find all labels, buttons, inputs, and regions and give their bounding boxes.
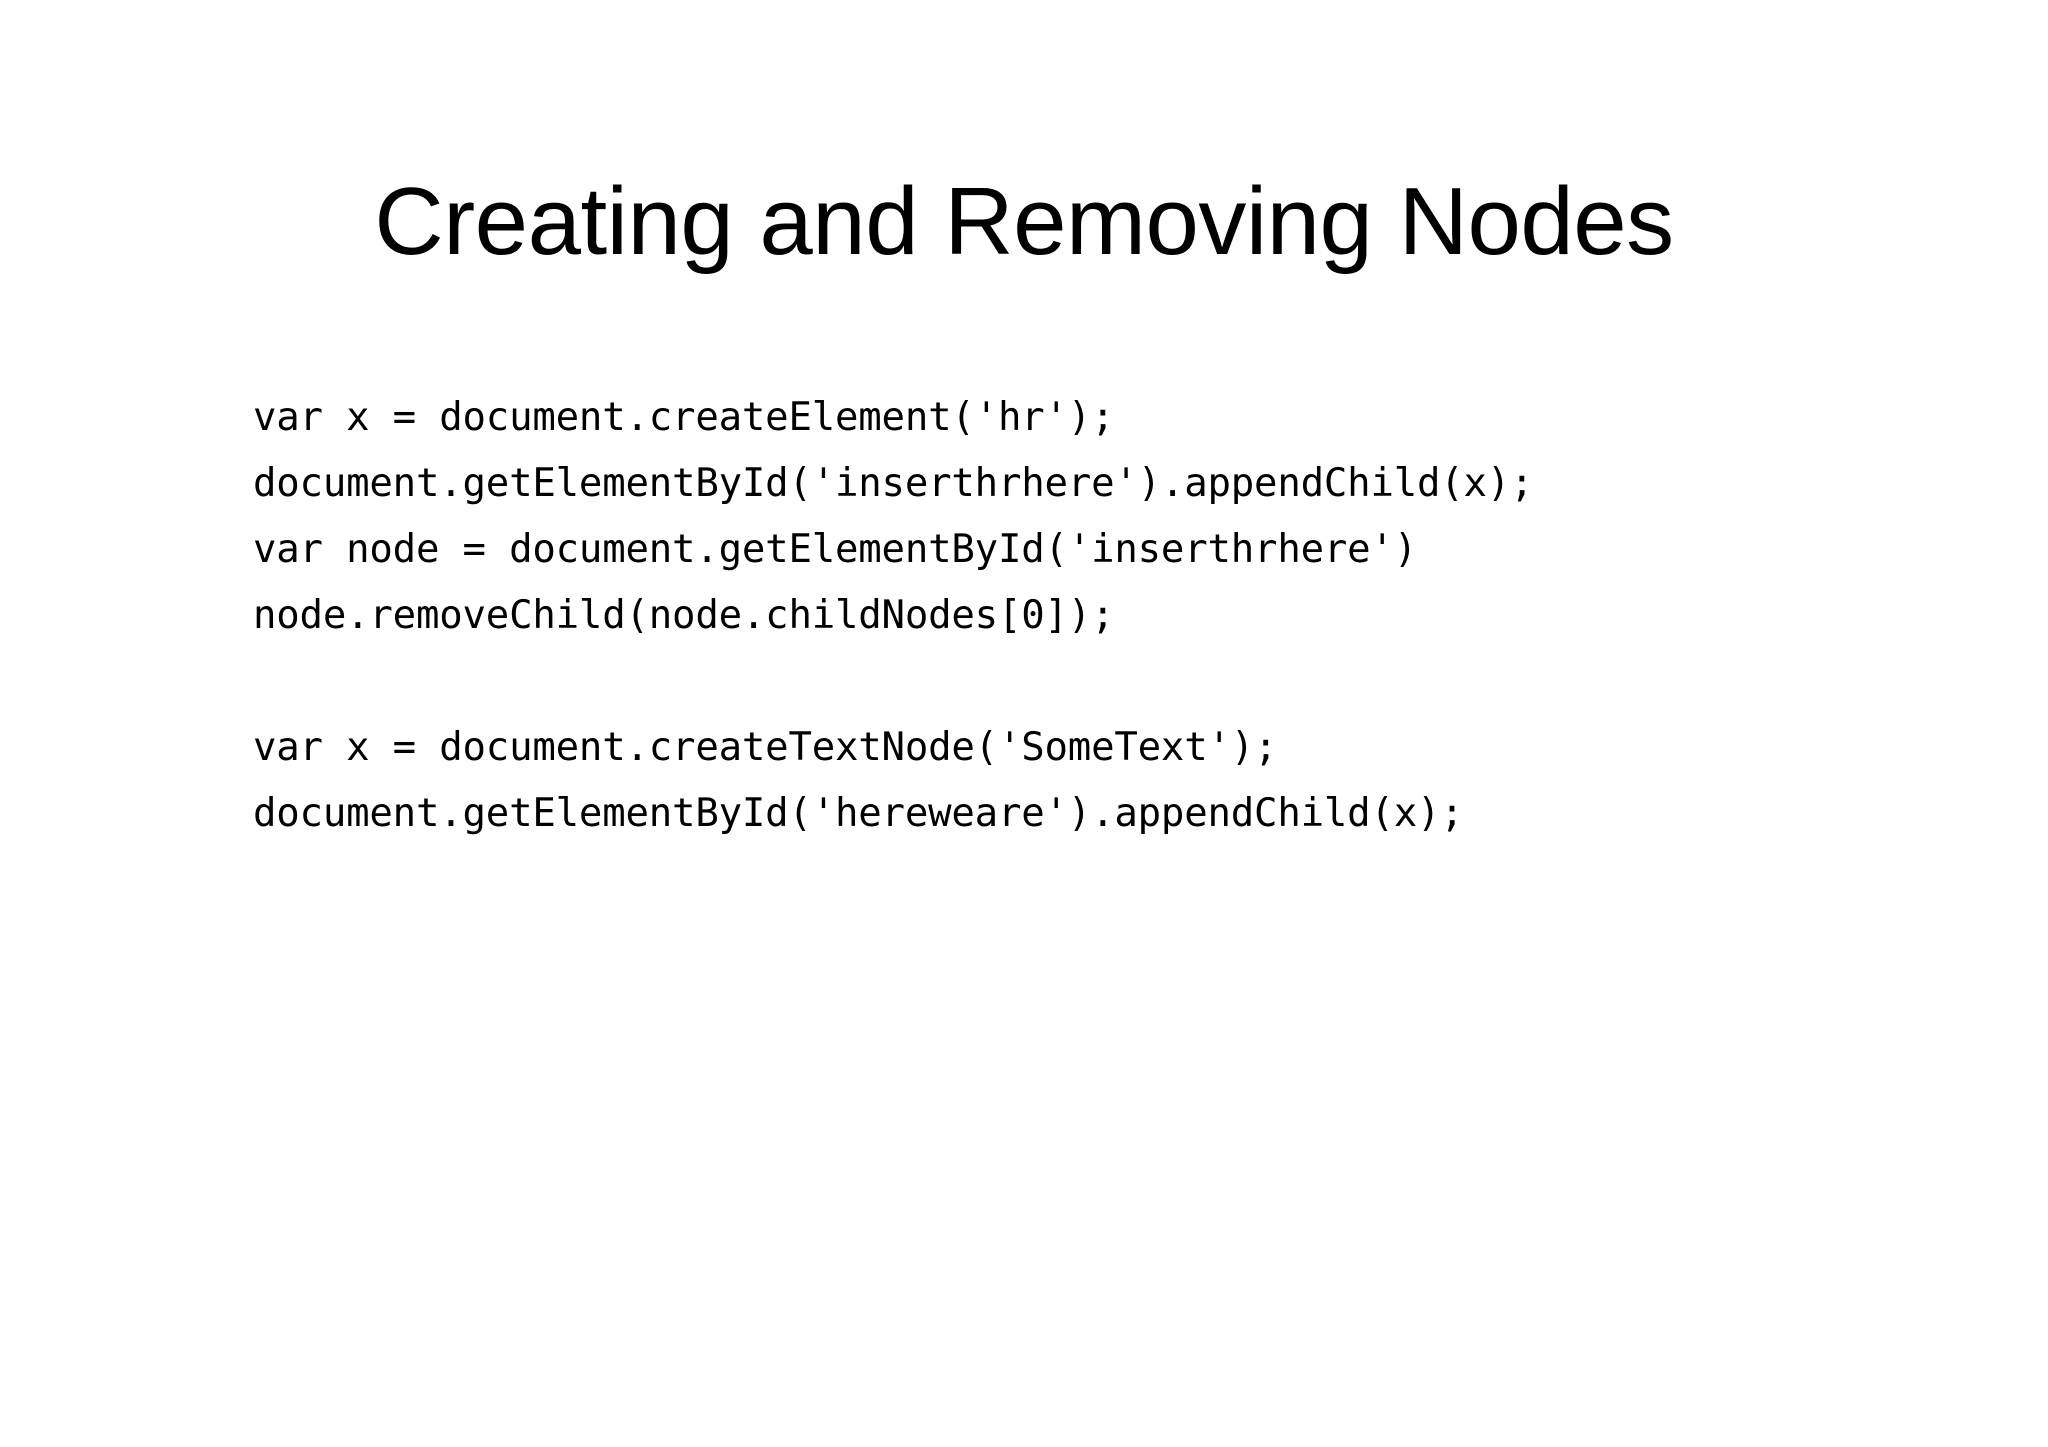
code-line: document.getElementById('hereweare').app…	[253, 791, 1464, 836]
code-line-blank	[253, 649, 1853, 715]
code-line: var x = document.createTextNode('SomeTex…	[253, 725, 1278, 770]
code-block: var x = document.createElement('hr'); do…	[253, 385, 1853, 847]
code-line: var node = document.getElementById('inse…	[253, 527, 1417, 572]
page-title: Creating and Removing Nodes	[374, 168, 1674, 275]
code-line: node.removeChild(node.childNodes[0]);	[253, 593, 1115, 638]
code-line: document.getElementById('inserthrhere').…	[253, 461, 1534, 506]
code-line: var x = document.createElement('hr');	[253, 395, 1115, 440]
